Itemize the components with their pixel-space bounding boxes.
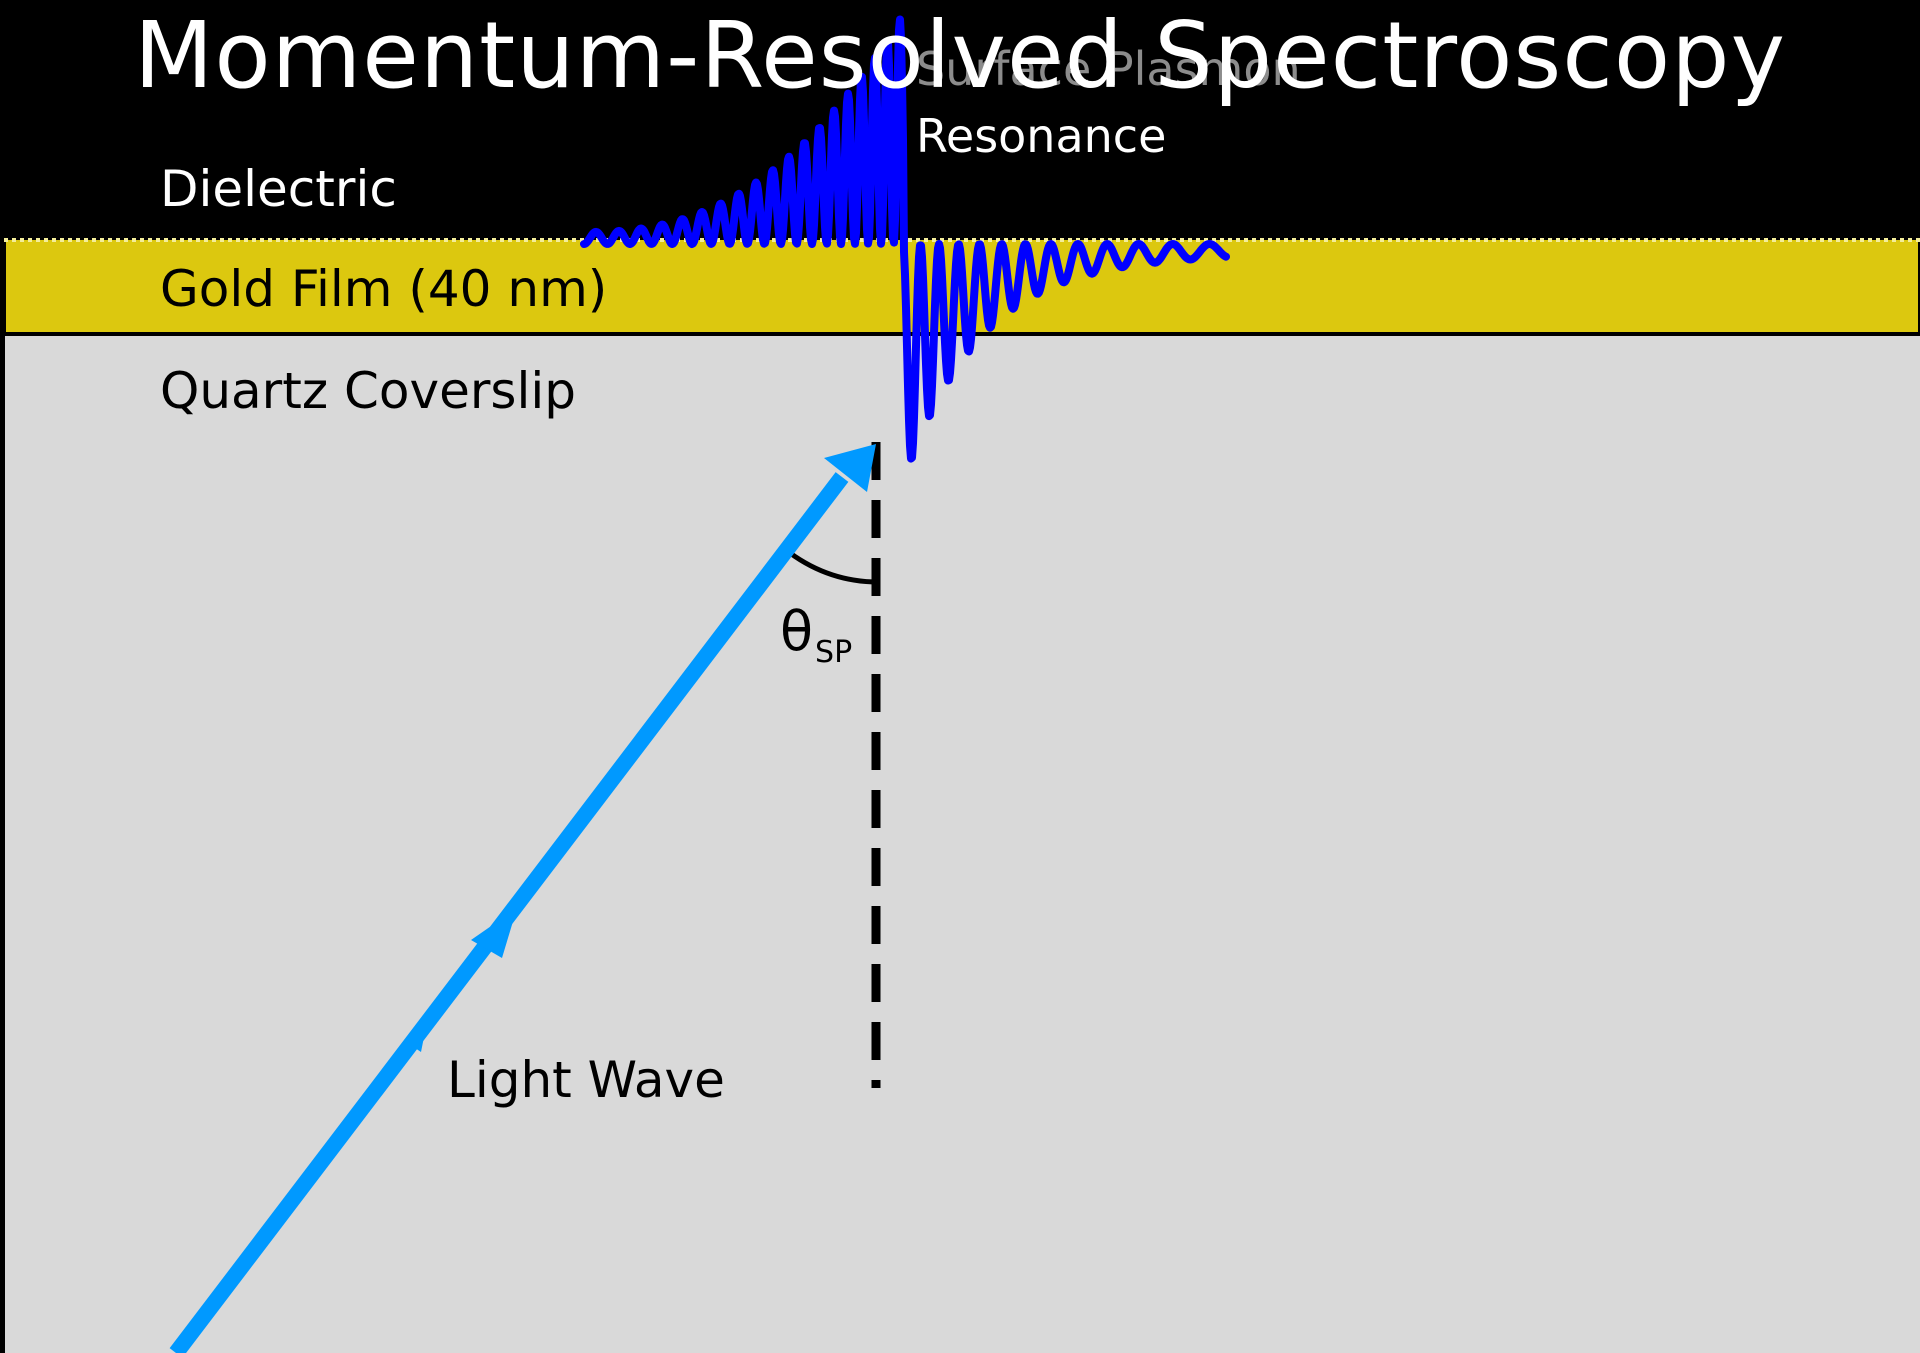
gold-film-label: Gold Film (40 nm) (160, 260, 608, 318)
light-arrow-mid-marker (471, 908, 517, 958)
theta-symbol: θ (780, 600, 814, 663)
light-arrow-low-marker (412, 1027, 426, 1052)
page-title: Momentum-Resolved Spectroscopy (133, 2, 1787, 109)
light-arrow-head (824, 444, 876, 492)
dielectric-region (0, 0, 1920, 240)
surface-plasmon-wave (580, 15, 1230, 463)
theta-sp-label: θSP (780, 605, 852, 668)
light-wave-arrow (169, 444, 876, 1353)
quartz-coverslip-layer (4, 336, 1920, 1353)
surface-plasmon-resonance-label: Surface Plasmon Resonance (916, 36, 1301, 169)
theta-subscript: SP (815, 635, 853, 670)
spr-label-line-2: Resonance (916, 108, 1167, 163)
spr-label-line-1: Surface Plasmon (916, 42, 1301, 96)
quartz-coverslip-label: Quartz Coverslip (160, 362, 576, 420)
angle-arc (788, 550, 879, 585)
dielectric-label: Dielectric (160, 160, 397, 218)
light-wave-label: Light Wave (447, 1051, 725, 1109)
